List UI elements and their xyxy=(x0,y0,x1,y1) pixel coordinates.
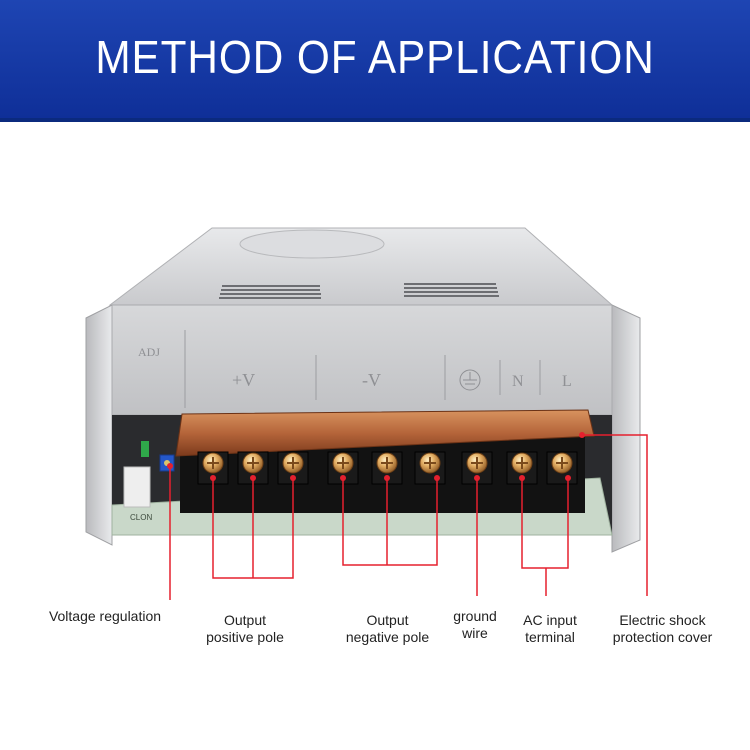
label-line: ground xyxy=(453,608,497,624)
case-left-wall xyxy=(85,304,113,546)
case-right-wall xyxy=(611,304,641,553)
label-line: Electric shock xyxy=(619,612,706,628)
label-line: AC input xyxy=(523,612,577,628)
label-output-negative: Output negative pole xyxy=(325,612,450,646)
terminal-screw xyxy=(414,451,446,485)
label-line: negative pole xyxy=(345,629,430,645)
page-title: METHOD OF APPLICATION xyxy=(95,31,655,83)
front-panel xyxy=(111,304,613,416)
white-connector xyxy=(123,466,151,508)
label-line: positive pole xyxy=(206,629,284,645)
top-vents xyxy=(219,283,499,299)
green-capacitor xyxy=(141,441,149,457)
label-ground-wire: ground wire xyxy=(440,608,510,642)
leader-lines xyxy=(169,434,648,600)
label-line: Output xyxy=(366,612,409,628)
label-output-positive: Output positive pole xyxy=(190,612,300,646)
label-line: protection cover xyxy=(612,629,713,645)
shock-protection-cover xyxy=(175,409,595,457)
n-marking: N xyxy=(512,373,524,390)
label-shock-cover: Electric shock protection cover xyxy=(595,612,730,646)
minus-v-marking: -V xyxy=(362,370,381,390)
terminal-screw xyxy=(506,451,538,485)
label-voltage-regulation: Voltage regulation xyxy=(48,608,162,624)
l-marking: L xyxy=(562,373,572,390)
label-line: terminal xyxy=(525,629,575,645)
banner-underline xyxy=(0,118,750,122)
adj-marking: ADJ xyxy=(138,345,160,359)
leader-dots xyxy=(167,432,585,481)
terminal-screw xyxy=(237,451,269,485)
label-ac-input: AC input terminal xyxy=(510,612,590,646)
label-line: wire xyxy=(462,625,488,641)
terminal-screw xyxy=(546,451,578,485)
header-banner: METHOD OF APPLICATION xyxy=(0,0,750,118)
ground-symbol-icon xyxy=(459,369,481,391)
board-text: CLON xyxy=(130,513,152,522)
terminal-screw xyxy=(371,451,403,485)
plus-v-marking: +V xyxy=(232,370,255,390)
fan-grille xyxy=(239,229,385,259)
label-line: Output xyxy=(223,612,267,628)
